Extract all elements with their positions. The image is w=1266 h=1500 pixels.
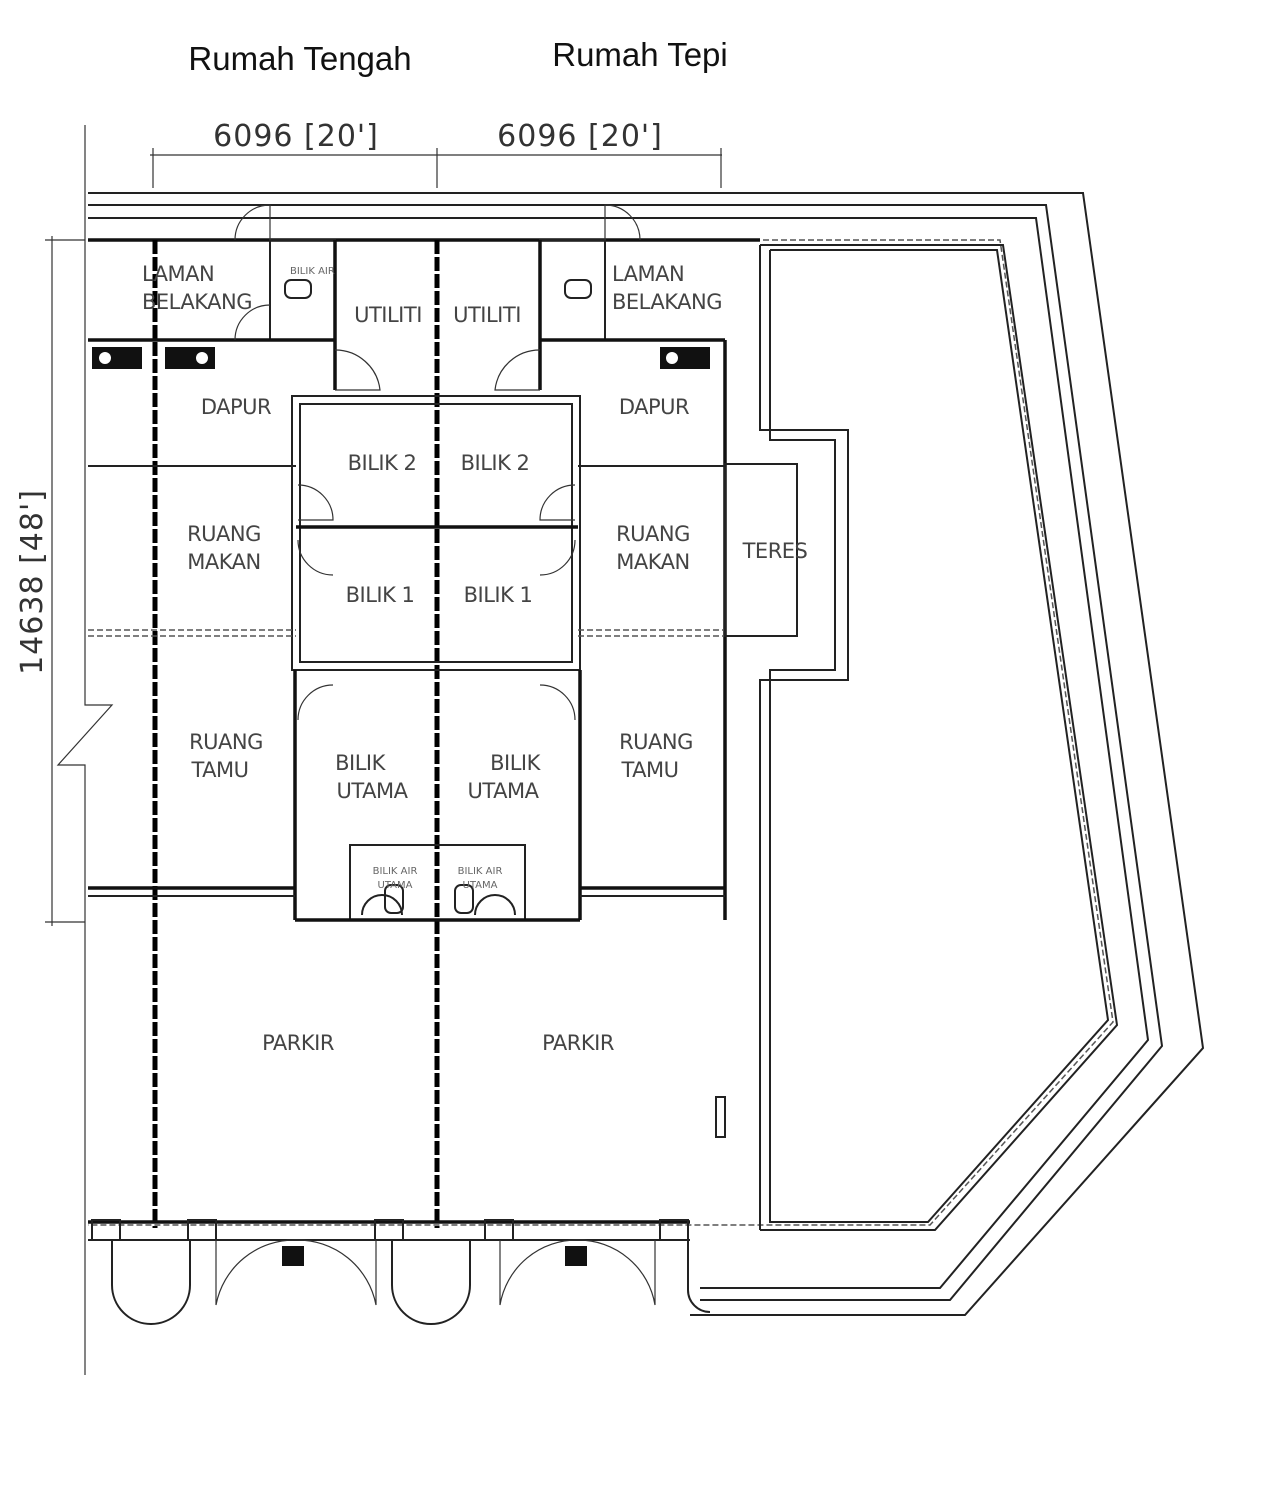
interior-walls — [88, 239, 798, 1138]
label-ruang-tamu-right-1: RUANG — [619, 730, 693, 754]
label-bilik-1-left: BILIK 1 — [346, 583, 415, 607]
label-belakang-right: BELAKANG — [612, 290, 722, 314]
label-ruang-tamu-left-2: TAMU — [190, 758, 248, 782]
site-boundary — [88, 192, 1205, 1316]
dimension-lines — [45, 125, 722, 1375]
label-utiliti-left: UTILITI — [354, 303, 422, 327]
label-bilik-utama-right-1: BILIK — [490, 751, 541, 775]
label-bilik-air-utama-right-1: BILIK AIR — [458, 866, 503, 877]
label-ruang-makan-right-2: MAKAN — [616, 550, 689, 574]
label-teres: TERES — [742, 539, 808, 563]
label-laman-right: LAMAN — [612, 262, 684, 286]
title-rumah-tepi: Rumah Tepi — [552, 36, 728, 73]
title-rumah-tengah: Rumah Tengah — [188, 40, 411, 77]
label-dapur-right: DAPUR — [619, 395, 689, 419]
dimension-width-left: 6096 [20'] — [213, 119, 379, 154]
label-ruang-makan-right-1: RUANG — [616, 522, 690, 546]
label-bilik-air-utama-left-1: BILIK AIR — [373, 866, 418, 877]
label-belakang-left: BELAKANG — [142, 290, 252, 314]
door-swings — [234, 204, 641, 721]
label-bilik-air-utama-right-2: UTAMA — [463, 880, 498, 891]
label-bilik-air-utama-left-2: UTAMA — [378, 880, 413, 891]
label-ruang-tamu-right-2: TAMU — [620, 758, 678, 782]
label-ruang-tamu-left-1: RUANG — [189, 730, 263, 754]
dimension-depth: 14638 [48'] — [15, 489, 50, 675]
label-laman-left: LAMAN — [142, 262, 214, 286]
label-bilik-utama-right-2: UTAMA — [468, 779, 540, 803]
label-ruang-makan-left-1: RUANG — [187, 522, 261, 546]
label-bilik-2-right: BILIK 2 — [461, 451, 530, 475]
label-ruang-makan-left-2: MAKAN — [187, 550, 260, 574]
label-bilik-utama-left-2: UTAMA — [337, 779, 409, 803]
sink-fixtures — [92, 279, 710, 916]
label-bilik-air-left: BILIK AIR — [290, 266, 335, 277]
label-parkir-left: PARKIR — [262, 1031, 334, 1055]
label-dapur-left: DAPUR — [201, 395, 271, 419]
front-gates — [88, 1219, 711, 1325]
label-bilik-2-left: BILIK 2 — [348, 451, 417, 475]
dimension-width-right: 6096 [20'] — [497, 119, 663, 154]
label-parkir-right: PARKIR — [542, 1031, 614, 1055]
label-bilik-utama-left-1: BILIK — [335, 751, 386, 775]
label-bilik-1-right: BILIK 1 — [464, 583, 533, 607]
label-utiliti-right: UTILITI — [453, 303, 521, 327]
